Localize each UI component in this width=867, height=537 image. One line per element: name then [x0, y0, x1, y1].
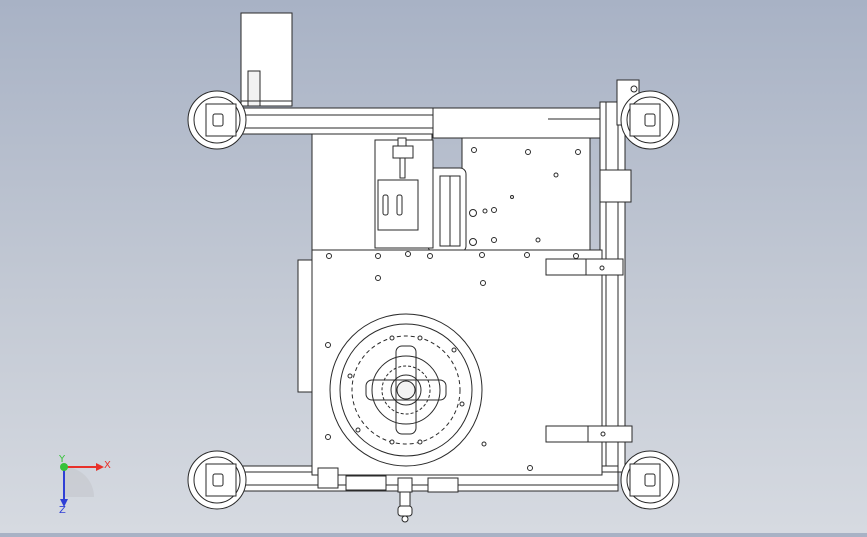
stepper-motor — [240, 12, 293, 107]
wheel-top-left — [187, 90, 247, 150]
right-bracket-upper — [545, 258, 624, 276]
x-arrowhead-icon — [96, 463, 104, 471]
slide-bracket — [374, 137, 434, 249]
wheel-top-right — [620, 90, 680, 150]
right-bracket-lower — [545, 425, 633, 443]
left-side-strip — [297, 259, 313, 393]
z-axis-label: Z — [59, 505, 66, 516]
x-axis-label: X — [104, 460, 111, 471]
gearbox-plate — [461, 137, 591, 251]
wheel-bottom-left — [187, 450, 247, 510]
z-arrowhead-icon — [60, 499, 68, 507]
gear-pulley — [427, 167, 467, 253]
bottom-fitting — [317, 467, 459, 523]
rotary-table — [329, 313, 483, 467]
wheel-bottom-right — [620, 450, 680, 510]
y-axis-label: Y — [58, 454, 66, 465]
coordinate-triad: X Y Z — [58, 454, 111, 516]
y-axis-dot-icon — [60, 463, 68, 471]
